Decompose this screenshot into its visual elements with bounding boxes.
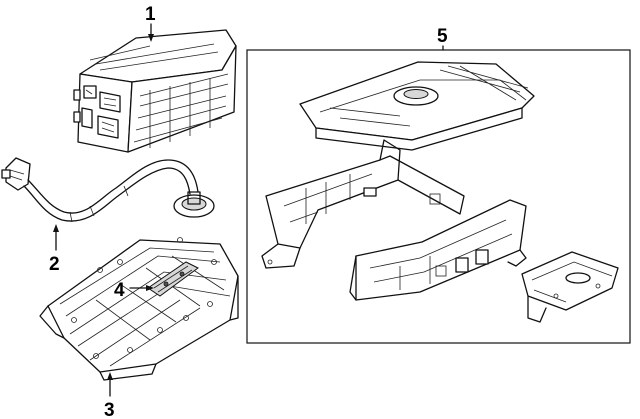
part-5-small-bracket[interactable] (521, 251, 619, 323)
part-5-left-bracket[interactable] (261, 139, 465, 269)
part-5-group-frame (246, 49, 631, 344)
callout-5: 5 (437, 26, 448, 47)
part-1-battery-module[interactable] (73, 29, 237, 153)
part-5-right-bracket[interactable] (349, 199, 527, 301)
part-3-battery-tray[interactable] (39, 237, 239, 381)
callout-leaders (53, 23, 444, 397)
part-5-cover[interactable] (299, 61, 535, 151)
part-2-wiring-harness[interactable] (1, 157, 215, 223)
callout-1: 1 (145, 4, 156, 25)
callout-4: 4 (114, 280, 125, 301)
callout-3: 3 (104, 400, 115, 419)
part-4-bracket[interactable] (147, 261, 199, 297)
callout-2: 2 (49, 254, 60, 275)
